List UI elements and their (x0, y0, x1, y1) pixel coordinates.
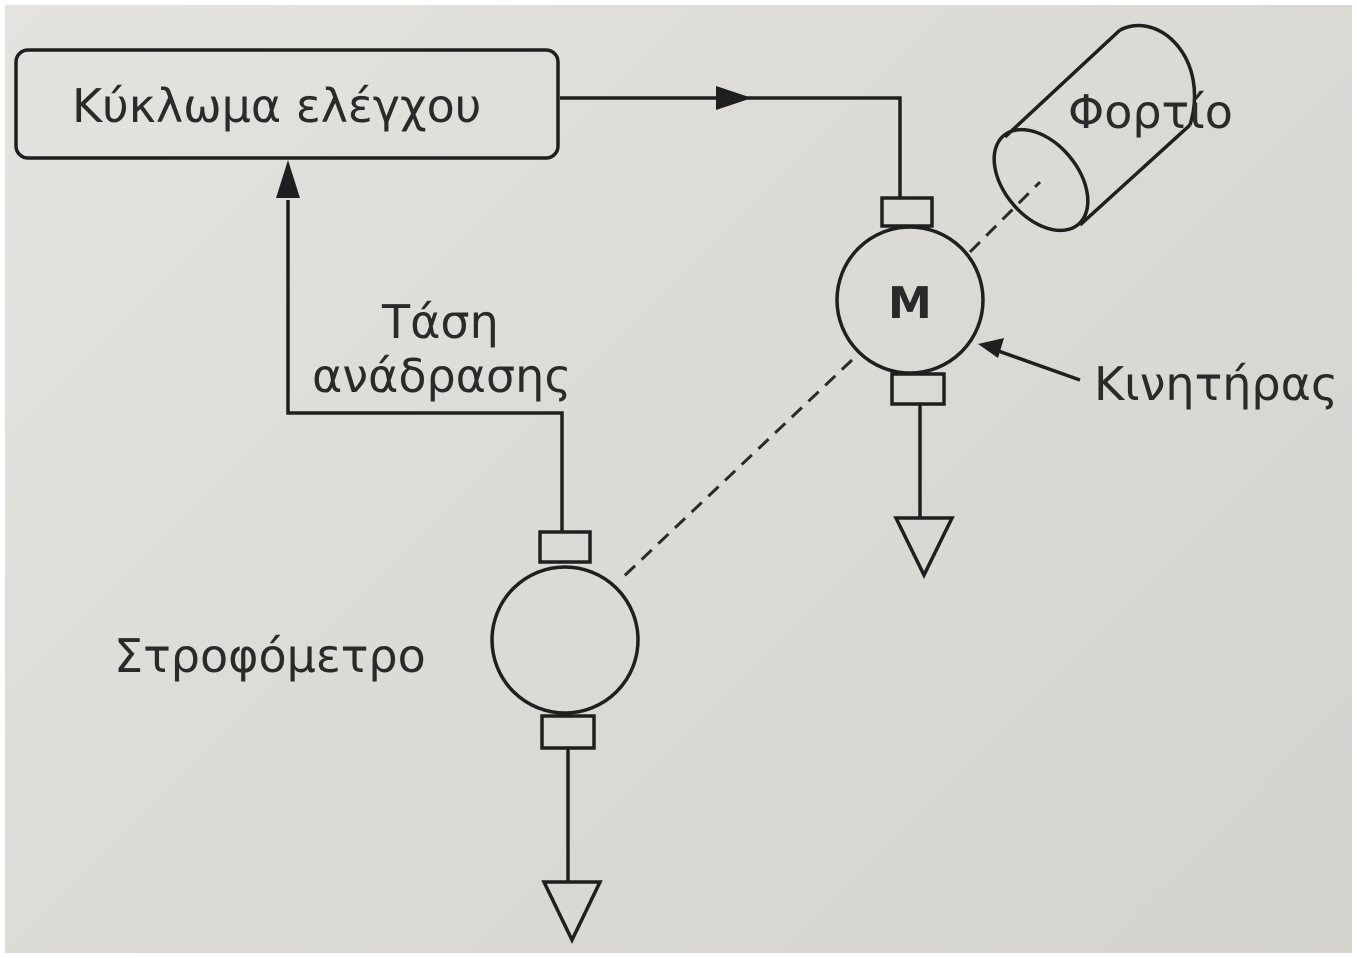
tachometer-label: Στροφόμετρο (114, 629, 426, 683)
load-cylinder-top-edge (1003, 28, 1122, 139)
motor-top-terminal (880, 196, 934, 228)
motor-label-arrowhead (978, 338, 1004, 358)
tachometer-body (490, 565, 640, 715)
feedback-label-line1: Τάση (381, 295, 499, 349)
tachometer-ground-symbol (541, 880, 603, 945)
motor-load-shaft (968, 180, 1042, 254)
tachometer-bottom-terminal (540, 714, 596, 750)
control-output-wire (560, 96, 902, 198)
load-label: Φορτίο (1068, 85, 1233, 139)
control-circuit-box (14, 48, 560, 160)
motor-bottom-terminal (890, 372, 946, 406)
motor-tachometer-shaft (618, 358, 854, 582)
tachometer-top-terminal (538, 530, 592, 564)
feedback-wire (286, 200, 564, 532)
control-circuit-label: Κύκλωμα ελέγχου (72, 79, 481, 133)
motor-ground-symbol (893, 516, 955, 579)
load-cylinder-bottom-edge (1078, 123, 1192, 227)
load-cylinder (992, 23, 1197, 233)
motor-label: Κινητήρας (1094, 357, 1338, 411)
feedback-label-line2: ανάδρασης (312, 349, 571, 403)
motor-symbol: M (888, 278, 932, 329)
control-output-arrow (716, 86, 752, 110)
load-cylinder-back (1119, 23, 1197, 126)
load-cylinder-front (992, 127, 1090, 233)
feedback-arrow (276, 160, 300, 198)
motor-label-pointer (989, 346, 1081, 382)
